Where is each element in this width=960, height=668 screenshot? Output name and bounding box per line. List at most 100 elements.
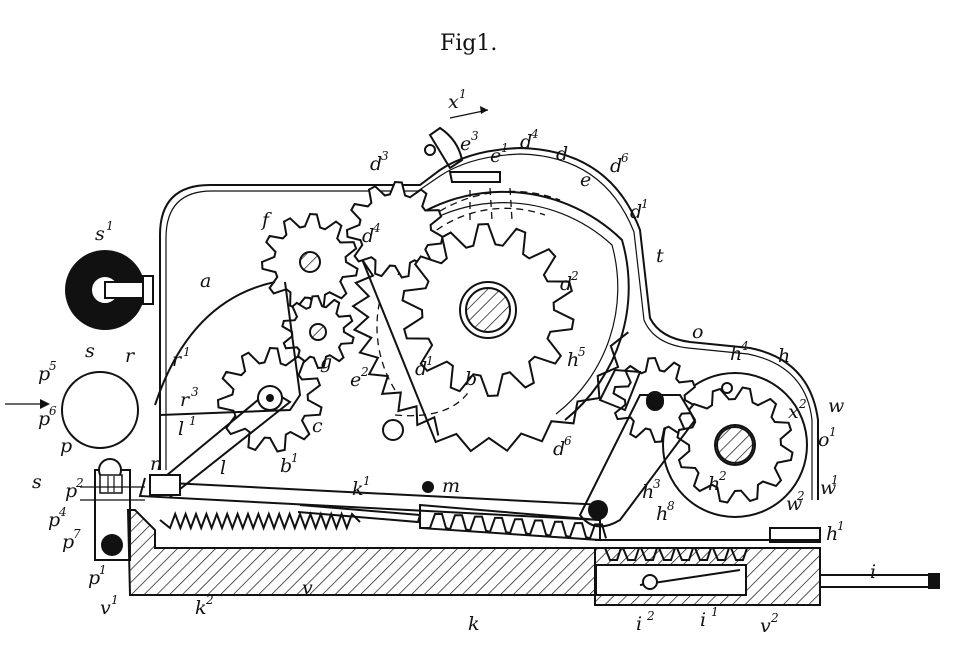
shaft-b [465,287,511,333]
gear-d3 [345,180,444,279]
levers [138,385,607,542]
label-f: f [260,209,272,231]
label-n: n [150,453,162,475]
label-base: p [38,363,50,385]
label-base: s [32,471,42,493]
label-s: s [85,340,95,362]
label-base: k [468,613,480,635]
label-e: e [580,169,591,191]
bracket-p [80,458,145,561]
lever-h3 [578,368,697,528]
pin-m [422,481,434,493]
label-g: g [320,351,332,373]
label-base: k [195,597,207,619]
base-plate [126,509,821,606]
label-base: l [178,418,184,440]
label-superscript: 2 [796,489,805,503]
gear-f-hub [299,251,321,273]
ratchet-wheel [61,371,139,449]
label-base: e [460,133,471,155]
label-base: d [362,225,374,247]
label-d3: d3 [370,149,389,175]
label-superscript: 6 [564,434,572,448]
label-base: h [826,523,838,545]
label-w: w [828,395,844,417]
label-o: o [692,321,703,343]
label-base: p [62,531,74,553]
label-base: t [656,245,664,267]
paper-reel [65,250,154,330]
label-superscript: 1 [641,197,649,211]
shaft-h2 [716,426,754,464]
label-superscript: 5 [578,345,586,359]
label-a: a [200,270,211,292]
label-superscript: 1 [99,563,107,577]
label-p6: p6 [38,404,57,430]
label-base: k [352,478,364,500]
label-base: p [65,480,77,502]
label-base: r [125,345,136,367]
label-superscript: 4 [372,221,381,235]
label-base: d [370,153,382,175]
label-superscript: 1 [837,519,845,533]
label-base: o [692,321,703,343]
label-base: p [88,567,100,589]
label-superscript: 1 [426,354,434,368]
label-base: l [220,457,226,479]
label-base: p [48,509,60,531]
label-superscript: 3 [653,477,661,491]
label-base: p [38,408,50,430]
casing-outline [159,146,819,500]
label-base: i [700,609,706,631]
label-superscript: 7 [73,527,81,541]
label-base: h [730,343,742,365]
label-base: e [490,145,501,167]
label-base: h [642,481,654,503]
spring-k2 [159,511,361,531]
label-c: c [312,415,323,437]
label-base: b [280,455,292,477]
label-base: v [302,577,313,599]
label-base: d [415,358,427,380]
label-base: s [85,340,95,362]
label-superscript: 2 [718,469,727,483]
label-superscript: 1 [189,414,197,428]
label-t: t [656,245,664,267]
label-p5: p5 [38,359,57,385]
label-p7: p7 [62,527,81,553]
label-p4: p4 [48,505,67,531]
label-h: h [778,345,790,367]
label-base: d [556,143,568,165]
label-base: n [150,453,162,475]
toothed-segment [351,259,629,453]
arrows [5,106,489,409]
gear-g-hub [309,323,327,341]
label-base: v [760,615,771,637]
label-superscript: 4 [530,127,539,141]
label-superscript: 2 [205,593,214,607]
label-d: d [556,143,568,165]
label-d6b: d6 [553,434,572,460]
label-d2: d2 [560,269,579,295]
label-b1: b1 [280,451,299,477]
label-l: l [220,457,226,479]
label-s2: s [32,471,42,493]
label-base: i [870,561,876,583]
label-w1: w1 [820,473,839,499]
label-base: d [520,131,532,153]
label-p1: p1 [88,563,107,589]
label-h2: h2 [708,469,727,495]
disk-o1 [662,372,808,518]
label-base: x [448,91,459,113]
label-superscript: 1 [831,473,839,487]
label-superscript: 2 [570,269,579,283]
label-m: m [442,475,460,497]
